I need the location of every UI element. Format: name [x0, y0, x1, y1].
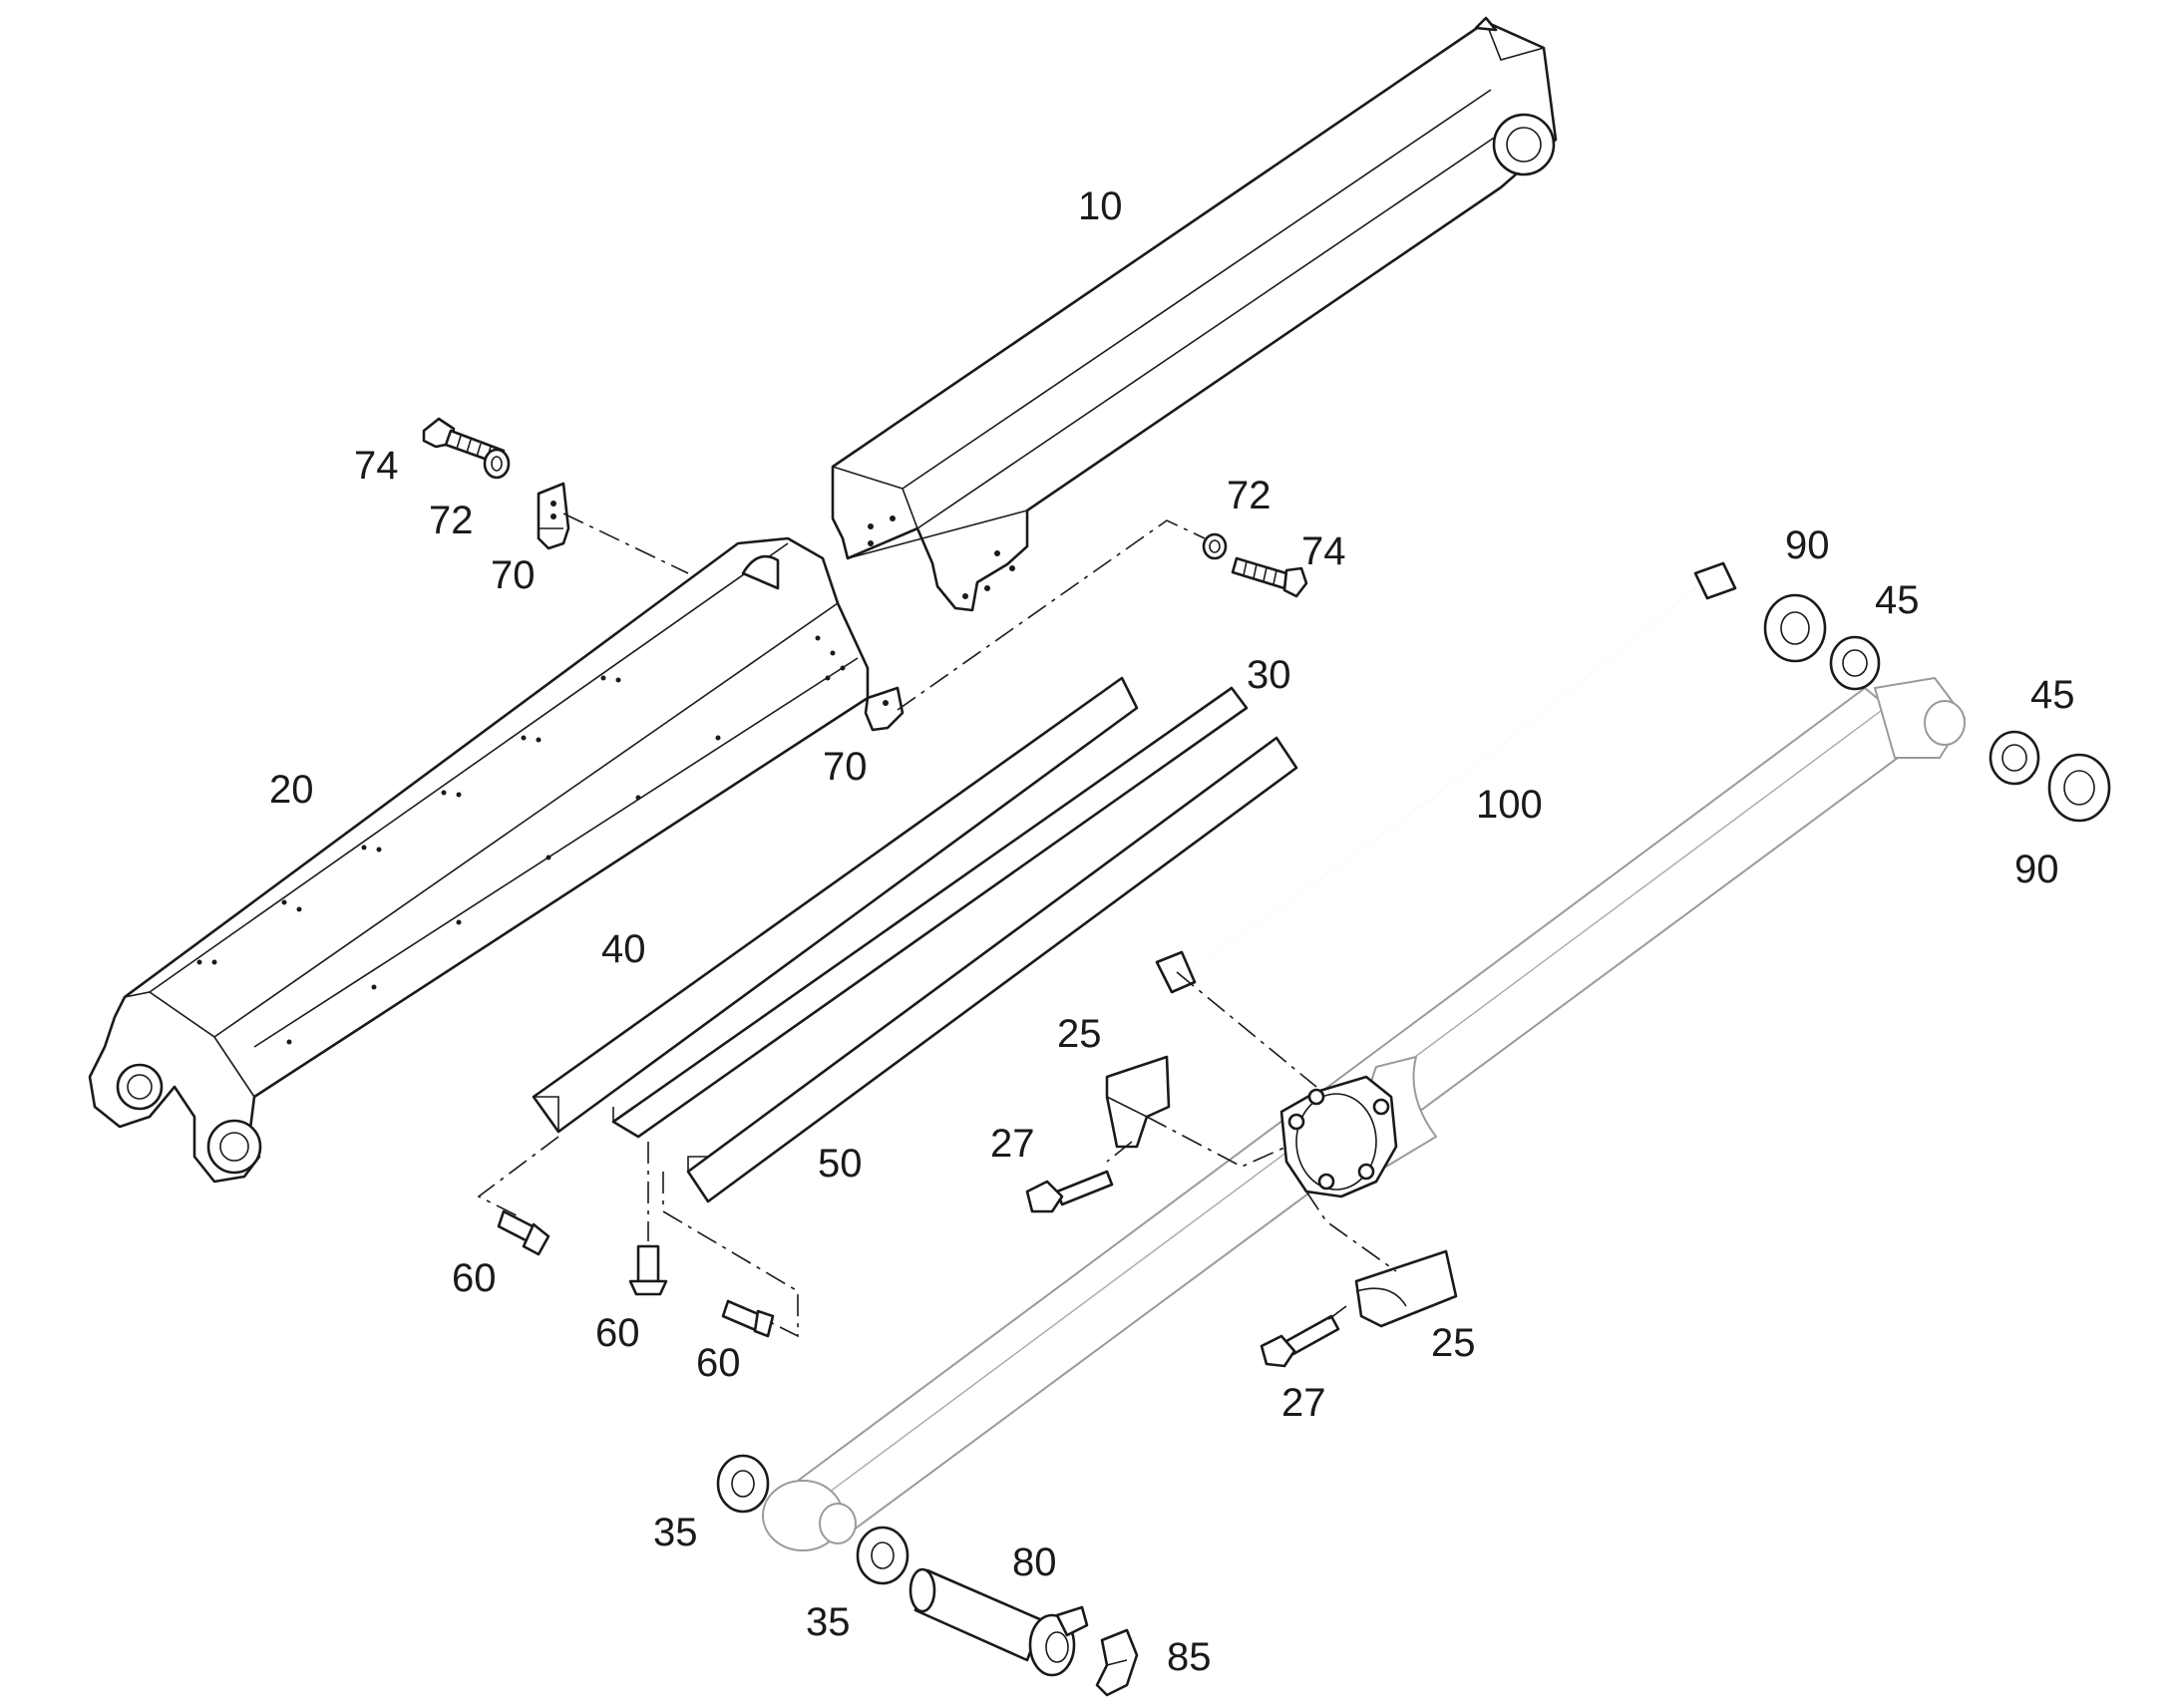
callout-20: 20: [269, 768, 314, 812]
part-74-bolt-mid-right: [1231, 556, 1308, 598]
callout-10: 10: [1078, 184, 1123, 228]
callout-72-mid-right: 72: [1227, 474, 1272, 517]
callout-50: 50: [818, 1142, 863, 1186]
part-60-screw-right: [721, 1299, 775, 1338]
cylinder-mounting-collar: [1279, 1075, 1398, 1198]
part-27-bolt-lower: [1260, 1314, 1340, 1368]
callout-60-center: 60: [595, 1311, 640, 1355]
callout-30: 30: [1247, 653, 1291, 697]
part-90-bearing-upper: [1763, 593, 1827, 663]
callout-72-upper-left: 72: [429, 499, 474, 542]
part-27-bolt-upper: [1025, 1170, 1114, 1213]
callout-70-upper-left: 70: [491, 553, 536, 597]
part-25-bracket-upper: [1105, 1055, 1171, 1149]
part-35-ring-right: [856, 1526, 909, 1585]
callout-35-left: 35: [653, 1511, 698, 1554]
part-40-slide-pad: [532, 676, 1139, 1134]
callout-90-upper: 90: [1785, 523, 1830, 567]
callout-25-lower: 25: [1431, 1321, 1476, 1365]
part-80-pin: [908, 1567, 1089, 1677]
callout-74-upper-left: 74: [354, 444, 399, 488]
callout-25-upper: 25: [1057, 1012, 1102, 1056]
callout-85: 85: [1167, 1635, 1212, 1679]
callout-100: 100: [1476, 783, 1543, 827]
part-70-bracket-mid: [864, 686, 905, 732]
callout-labels: 10 20 74 72 70 72 74 70 30 40 50 60 60 6…: [269, 184, 2075, 1679]
part-10-outer-boom-section: [831, 16, 1558, 612]
callout-40: 40: [601, 927, 646, 971]
part-35-ring-left: [716, 1454, 770, 1514]
callout-27-lower: 27: [1281, 1381, 1326, 1425]
part-20-inner-boom-section: [88, 536, 870, 1184]
part-72-washer-mid-right: [1202, 532, 1228, 560]
part-72-washer-upper-left: [483, 448, 511, 480]
part-90-bearing-lower: [2047, 753, 2111, 823]
callout-45-upper: 45: [1875, 578, 1920, 622]
part-60-screw-left: [497, 1209, 550, 1256]
callout-45-lower: 45: [2030, 673, 2075, 717]
part-45-seal-lower: [1989, 730, 2040, 786]
callout-70-mid: 70: [823, 745, 868, 789]
callout-27-upper: 27: [990, 1122, 1035, 1166]
assembly-leader-lines: [477, 512, 1397, 1338]
part-100-hose-line: [1155, 561, 1737, 994]
callout-80: 80: [1012, 1540, 1057, 1584]
callout-35-right: 35: [806, 1600, 851, 1644]
part-50-slide-pad: [686, 736, 1298, 1203]
callout-90-lower: 90: [2014, 848, 2059, 891]
part-25-bracket-lower: [1354, 1249, 1458, 1328]
part-60-screw-center: [628, 1244, 668, 1296]
callout-60-left: 60: [452, 1256, 497, 1300]
part-30-slide-pad: [611, 686, 1249, 1139]
part-70-bracket-upper-left: [537, 482, 570, 550]
part-85-clip: [1095, 1628, 1139, 1697]
callout-74-mid-right: 74: [1301, 529, 1346, 573]
part-45-seal-upper: [1829, 635, 1881, 691]
callout-60-right: 60: [696, 1341, 741, 1385]
